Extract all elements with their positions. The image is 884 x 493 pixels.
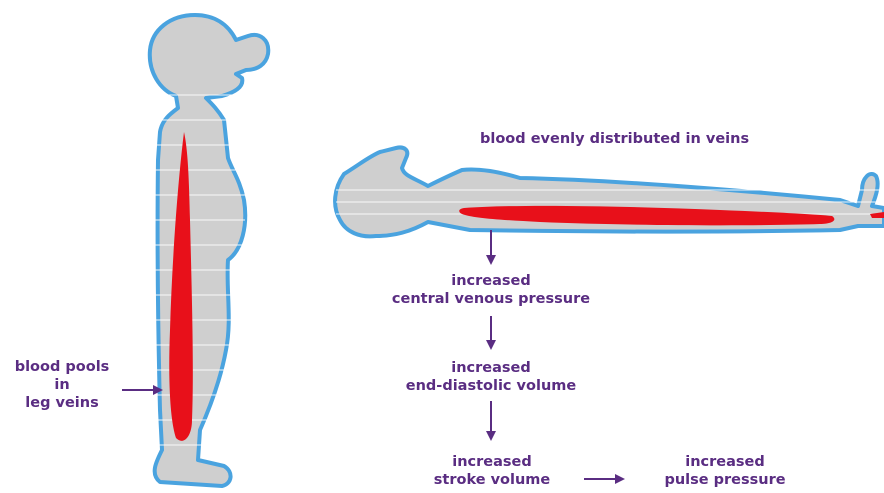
- standing-body-silhouette: [150, 15, 268, 486]
- pp-line1: increased: [640, 453, 810, 471]
- cvp-line1: increased: [386, 272, 596, 290]
- lying-figure: [335, 147, 884, 236]
- pp-label: increased pulse pressure: [640, 453, 810, 489]
- sv-line1: increased: [412, 453, 572, 471]
- edv-label: increased end-diastolic volume: [386, 359, 596, 395]
- blood-pools-line3: leg veins: [12, 394, 112, 412]
- cvp-label: increased central venous pressure: [386, 272, 596, 308]
- sv-label: increased stroke volume: [412, 453, 572, 489]
- blood-pools-label: blood pools in leg veins: [12, 358, 112, 412]
- blood-pools-line1: blood pools: [12, 358, 112, 376]
- blood-pools-line2: in: [12, 376, 112, 394]
- cvp-line2: central venous pressure: [386, 290, 596, 308]
- edv-line1: increased: [386, 359, 596, 377]
- blood-evenly-label: blood evenly distributed in veins: [480, 130, 749, 148]
- standing-figure: [150, 15, 268, 486]
- pp-line2: pulse pressure: [640, 471, 810, 489]
- edv-line2: end-diastolic volume: [386, 377, 596, 395]
- sv-line2: stroke volume: [412, 471, 572, 489]
